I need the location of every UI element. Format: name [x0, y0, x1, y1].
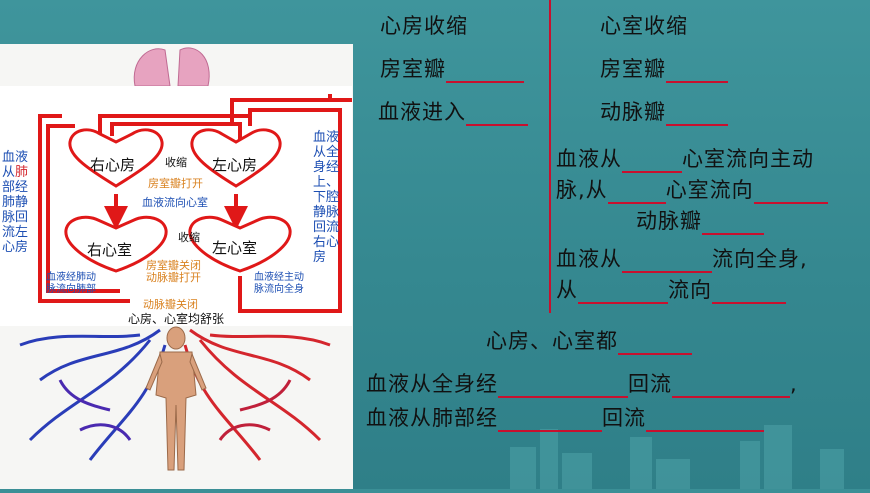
right-ventricle-label: 右心室: [87, 241, 133, 259]
answer-blank[interactable]: [666, 61, 728, 83]
column-divider: [549, 0, 551, 313]
pulmonary-vein-return-text: 血液从肺部经肺静脉回流左心房: [2, 150, 29, 255]
q-ventricle-contract-heading: 心室收缩: [600, 14, 688, 38]
pulmonary-artery-label: 血液经肺动脉流向肺部: [46, 272, 96, 295]
q-artery-valve-2: 动脉瓣: [636, 205, 764, 235]
answer-blank[interactable]: [466, 104, 528, 126]
answer-blank[interactable]: [672, 376, 790, 398]
lung-right-shape: [177, 47, 210, 87]
answer-blank[interactable]: [446, 61, 524, 83]
left-ventricle-label: 左心室: [212, 239, 258, 257]
answer-blank[interactable]: [666, 104, 728, 126]
circulation-arrows: [38, 94, 352, 313]
heart-chambers: [64, 128, 292, 273]
q-return-lung: 血液从肺部经回流: [366, 402, 764, 432]
q-flow-line2: 从流向: [556, 274, 786, 304]
aorta-label: 血液经主动脉流向全身: [254, 272, 304, 295]
answer-blank[interactable]: [753, 182, 828, 204]
heart-circulation-diagram: 右心房 左心房 右心室 左心室 收缩 房室瓣打开 血液流向心室 收缩 房室瓣关闭…: [0, 86, 352, 326]
ventricle-contract-label: 收缩: [178, 231, 200, 244]
q-av-valve-left: 房室瓣: [380, 53, 524, 83]
q-blood-from-line2: 脉,从心室流向: [556, 174, 828, 204]
human-figure: [145, 326, 207, 471]
av-valve-open-label: 房室瓣打开: [148, 177, 203, 190]
q-all-chambers: 心房、心室都: [486, 325, 692, 355]
lung-left-shape: [133, 48, 171, 87]
blood-to-ventricle-label: 血液流向心室: [142, 196, 208, 209]
right-atrium-label: 右心房: [90, 156, 136, 174]
av-valve-close-label: 房室瓣关闭动脉瓣打开: [146, 259, 201, 284]
body-illustration: [19, 47, 331, 471]
answer-blank[interactable]: [498, 410, 602, 432]
answer-blank[interactable]: [702, 213, 764, 235]
answer-blank[interactable]: [712, 282, 786, 304]
q-blood-enter: 血液进入: [378, 96, 528, 126]
answer-blank[interactable]: [578, 282, 668, 304]
city-skyline-decoration: [440, 420, 870, 489]
answer-blank[interactable]: [646, 410, 764, 432]
q-artery-valve: 动脉瓣: [600, 96, 728, 126]
q-av-valve-right: 房室瓣: [600, 53, 728, 83]
answer-blank[interactable]: [622, 151, 682, 173]
answer-blank[interactable]: [607, 182, 666, 204]
answer-blank[interactable]: [622, 251, 712, 273]
q-blood-from-line1: 血液从心室流向主动: [556, 147, 814, 173]
left-atrium-label: 左心房: [212, 156, 258, 174]
q-return-body: 血液从全身经回流,: [366, 372, 798, 398]
artery-valve-close-label: 动脉瓣关闭: [143, 298, 198, 311]
answer-blank[interactable]: [618, 333, 692, 355]
q-flow-line1: 血液从流向全身,: [556, 247, 808, 273]
vena-cava-return-text: 血液从全身经上、下腔静脉回流右心房: [313, 130, 340, 265]
q-atrium-contract-heading: 心房收缩: [380, 14, 468, 38]
atrium-contract-label: 收缩: [165, 156, 187, 169]
vessel-network: [19, 328, 331, 461]
all-relax-label: 心房、心室均舒张: [128, 312, 225, 326]
answer-blank[interactable]: [498, 376, 628, 398]
